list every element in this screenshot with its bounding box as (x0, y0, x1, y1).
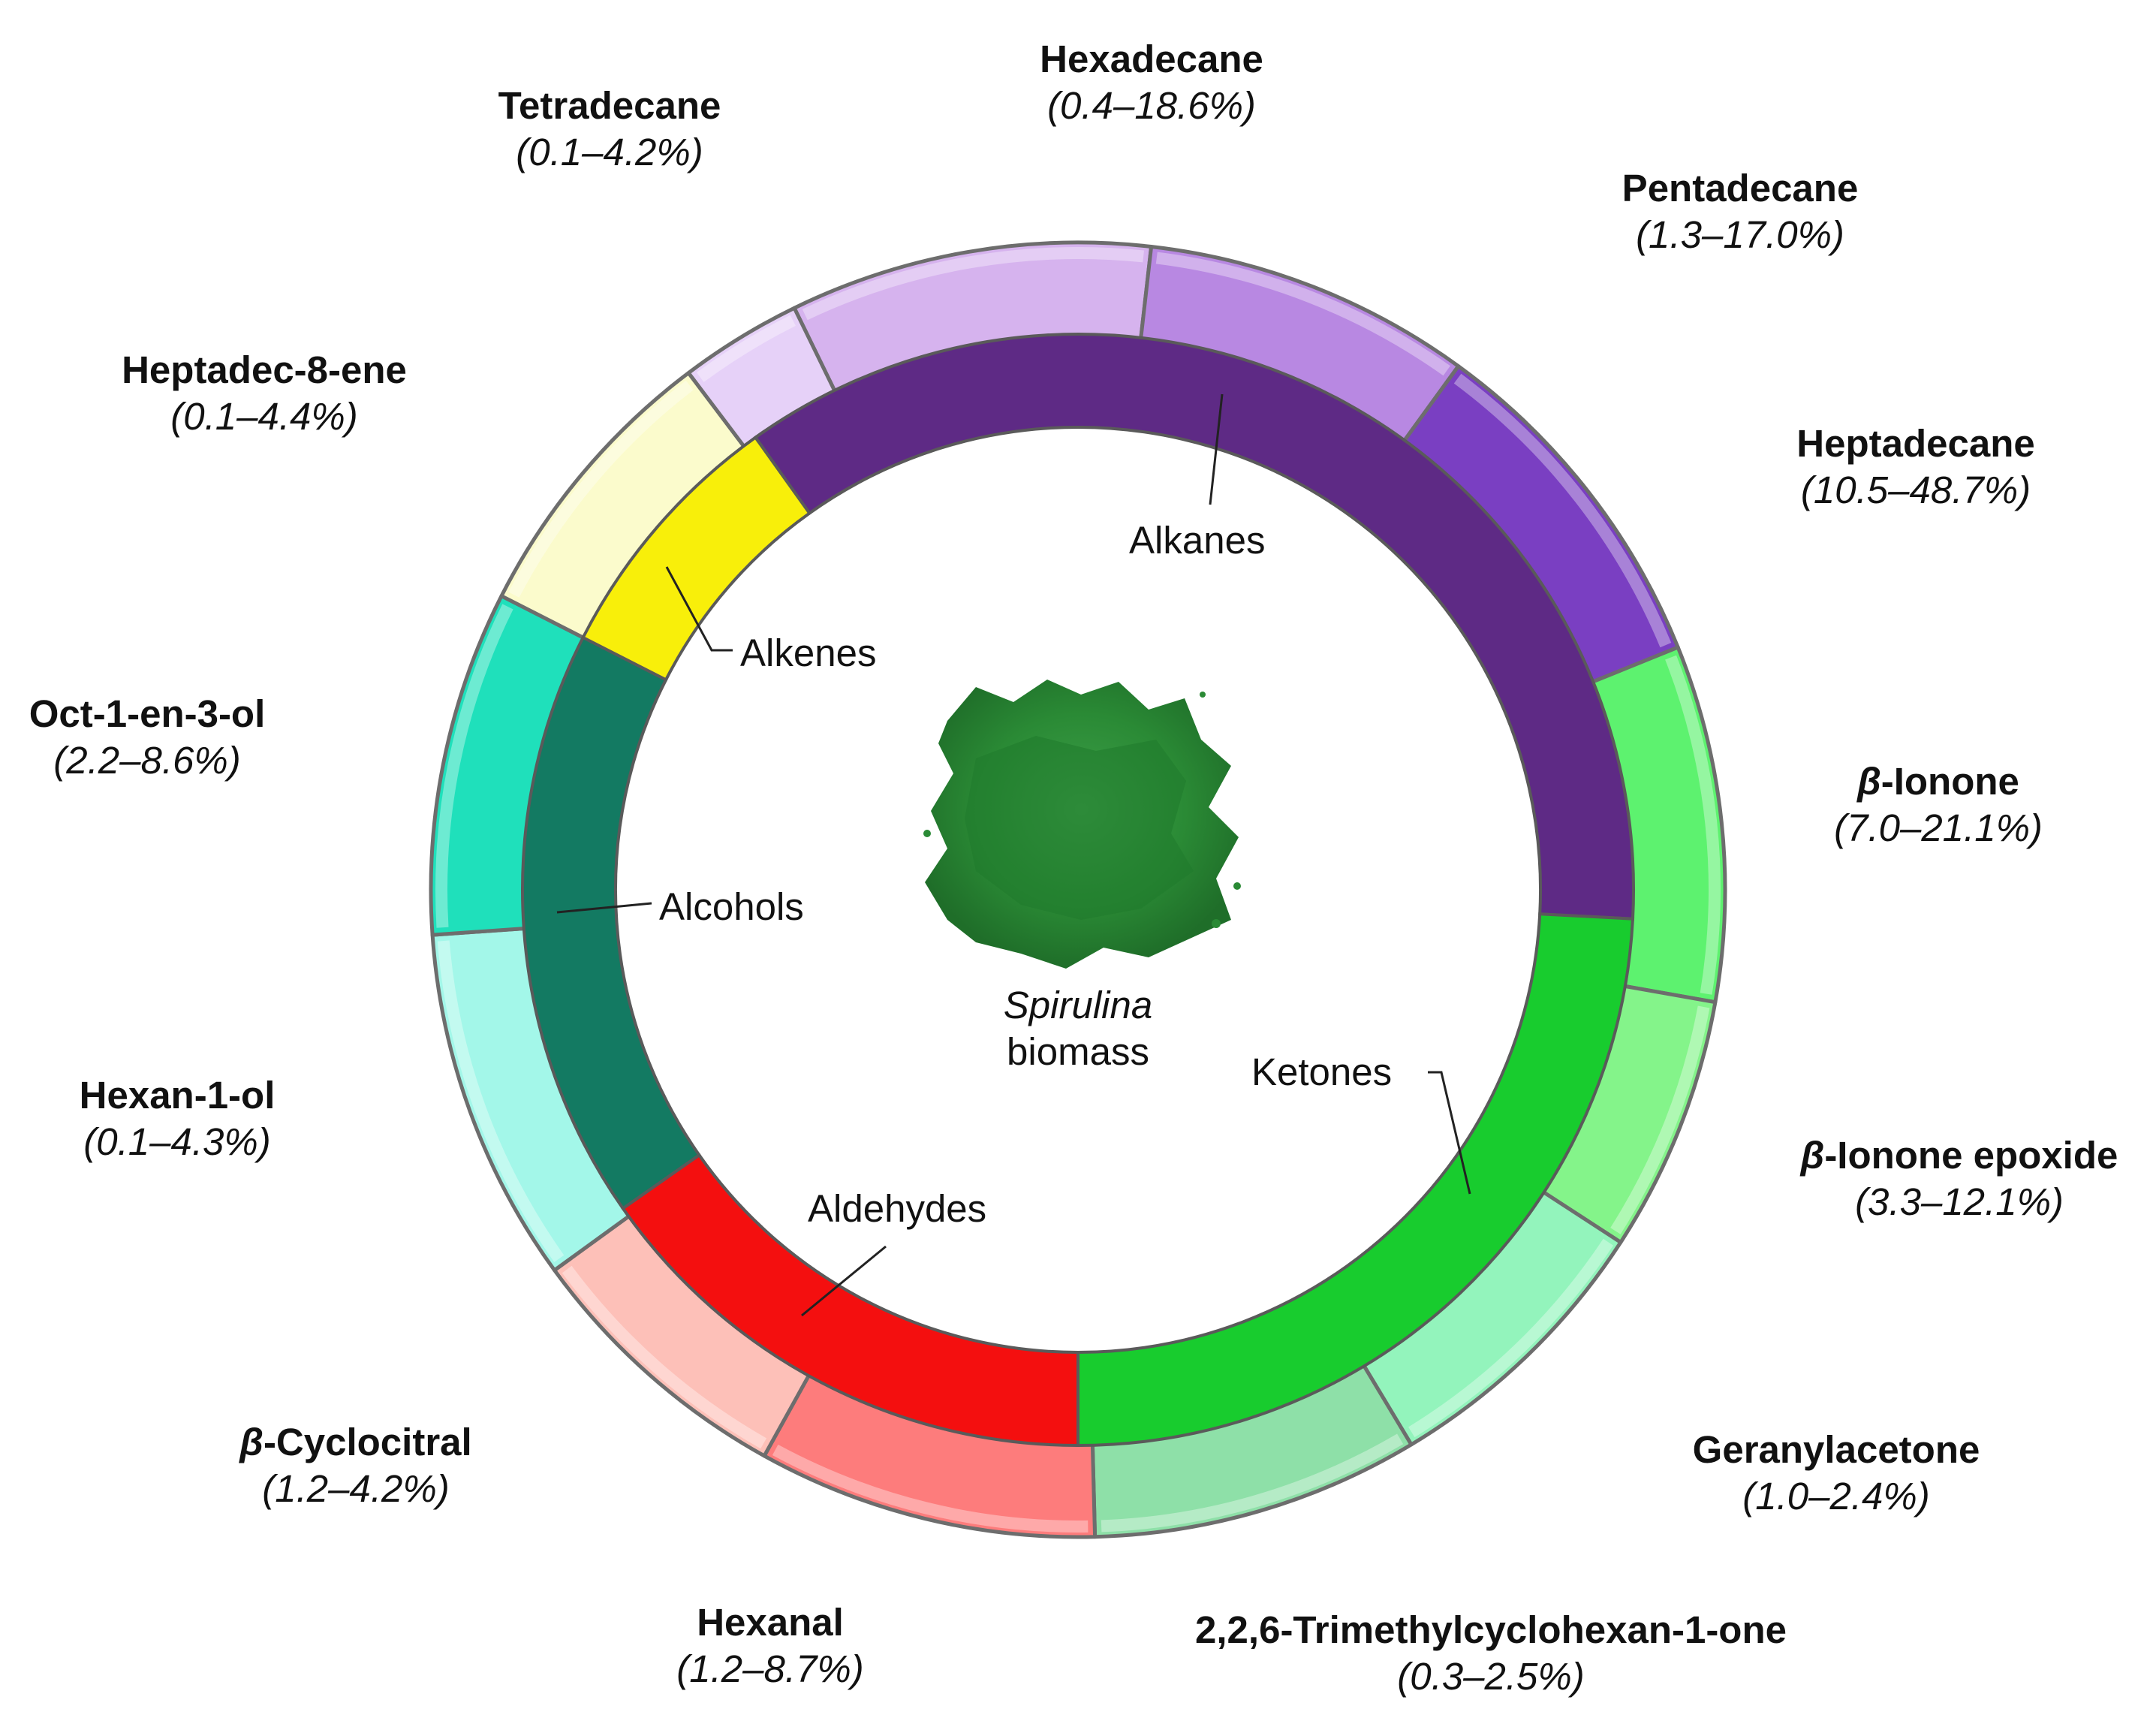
leader-alkanes (1209, 393, 1224, 505)
segment-highlight (1408, 1238, 1613, 1438)
compound-name-text: Heptadec-8-ene (122, 348, 407, 391)
compound-name-text: Hexadecane (1040, 38, 1263, 80)
compound-range: (3.3–12.1%) (1855, 1180, 2064, 1223)
compound-name: Hexadecane (1040, 36, 1263, 83)
segment-highlight (508, 380, 694, 598)
segment-highlight (802, 246, 1144, 321)
center-caption-italic: Spirulina (1003, 984, 1153, 1026)
compound-label-beta-cyclocitral: β-Cyclocitral(1.2–4.2%) (239, 1419, 471, 1512)
compound-label-pentadecane: Pentadecane(1.3–17.0%) (1622, 165, 1859, 258)
compound-name: Heptadec-8-ene (122, 347, 407, 393)
segment-highlight (772, 1444, 1089, 1533)
compound-name: Pentadecane (1622, 165, 1859, 212)
segment-highlight (1610, 1005, 1710, 1234)
compound-name: β-Ionone (1834, 758, 2043, 805)
compound-name: Oct-1-en-3-ol (29, 691, 266, 737)
class-segment-ketones (1076, 912, 1635, 1448)
class-segment-alkenes (581, 435, 812, 682)
compound-name-text: -Ionone epoxide (1824, 1134, 2118, 1177)
class-segment-alkanes (753, 333, 1635, 921)
compound-name: β-Cyclocitral (239, 1419, 471, 1466)
compound-name-text: Hexan-1-ol (79, 1074, 276, 1117)
compound-name: 2,2,6-Trimethylcyclohexan-1-one (1195, 1607, 1787, 1653)
compound-range: (0.1–4.4%) (170, 395, 358, 438)
class-label-ketones: Ketones (1251, 1050, 1393, 1093)
compound-label-oct-1-en-3-ol: Oct-1-en-3-ol(2.2–8.6%) (29, 691, 266, 784)
compound-name: Hexanal (676, 1599, 863, 1646)
compound-name-text: Oct-1-en-3-ol (29, 692, 266, 735)
class-label-alcohols: Alcohols (659, 885, 804, 928)
compound-name: β-Ionone epoxide (1801, 1132, 2118, 1179)
segment-highlight (1155, 252, 1450, 376)
compound-range: (0.1–4.2%) (516, 131, 703, 173)
compound-label-tetradecane: Tetradecane(0.1–4.2%) (498, 83, 721, 176)
compound-label-beta-ionone: β-Ionone(7.0–21.1%) (1834, 758, 2043, 851)
segment-highlight (437, 940, 565, 1262)
class-label-aldehydes: Aldehydes (808, 1187, 987, 1230)
compound-label-heptadec-8-ene: Heptadec-8-ene(0.1–4.4%) (122, 347, 407, 440)
compound-name: Hexan-1-ol (80, 1072, 276, 1119)
compound-label-hexadecane: Hexadecane(0.4–18.6%) (1040, 36, 1263, 129)
compound-label-heptadecane: Heptadecane(10.5–48.7%) (1796, 420, 2034, 514)
greek-prefix: β (1857, 760, 1881, 803)
leader-alkenes (665, 566, 733, 652)
compound-range: (1.0–2.4%) (1742, 1475, 1930, 1518)
compound-range: (1.3–17.0%) (1636, 213, 1844, 256)
greek-prefix: β (239, 1421, 263, 1463)
segment-highlight (1665, 655, 1721, 995)
leader-alcohols (556, 902, 652, 914)
segment-highlight (697, 315, 796, 382)
compound-name: Tetradecane (498, 83, 721, 129)
compound-name: Geranylacetone (1693, 1427, 1980, 1473)
center-caption-text: biomass (1007, 1030, 1149, 1073)
compound-label-beta-ionone-epoxide: β-Ionone epoxide(3.3–12.1%) (1801, 1132, 2118, 1225)
compound-range: (1.2–8.7%) (676, 1647, 864, 1690)
segment-highlight (1101, 1433, 1404, 1533)
class-label-alkenes: Alkenes (740, 631, 877, 674)
compound-label-2-2-6-trimethylcyclohexan-1-one: 2,2,6-Trimethylcyclohexan-1-one(0.3–2.5%… (1195, 1607, 1787, 1700)
compound-name-text: Heptadecane (1796, 422, 2035, 465)
leader-ketones (1428, 1071, 1471, 1195)
compound-range: (0.3–2.5%) (1397, 1655, 1585, 1698)
compound-label-geranylacetone: Geranylacetone(1.0–2.4%) (1693, 1427, 1980, 1520)
compound-name-text: 2,2,6-Trimethylcyclohexan-1-one (1195, 1608, 1787, 1651)
compound-name-text: Hexanal (697, 1601, 844, 1644)
class-label-alkanes: Alkanes (1129, 519, 1266, 562)
segment-highlight (1453, 373, 1672, 648)
compound-name-text: Geranylacetone (1692, 1428, 1980, 1471)
compound-range: (1.2–4.2%) (262, 1467, 450, 1510)
segment-highlight (562, 1265, 767, 1449)
center-caption: Spirulina biomass (1004, 982, 1152, 1075)
compound-range: (7.0–21.1%) (1834, 806, 2043, 849)
compound-name: Heptadecane (1796, 420, 2034, 467)
spirulina-powder-image (923, 680, 1241, 969)
compound-name-text: Tetradecane (498, 84, 721, 127)
compound-range: (0.1–4.3%) (83, 1120, 271, 1163)
leader-aldehydes (801, 1245, 887, 1317)
segment-highlight (435, 604, 513, 928)
compound-range: (2.2–8.6%) (53, 739, 241, 782)
compound-range: (0.4–18.6%) (1047, 84, 1256, 127)
compound-range: (10.5–48.7%) (1800, 469, 2031, 511)
compound-name-text: -Ionone (1880, 760, 2019, 803)
compound-label-hexanal: Hexanal(1.2–8.7%) (676, 1599, 863, 1692)
compound-label-hexan-1-ol: Hexan-1-ol(0.1–4.3%) (80, 1072, 276, 1165)
greek-prefix: β (1800, 1134, 1825, 1177)
compound-name-text: -Cyclocitral (263, 1421, 472, 1463)
compound-name-text: Pentadecane (1622, 167, 1859, 209)
